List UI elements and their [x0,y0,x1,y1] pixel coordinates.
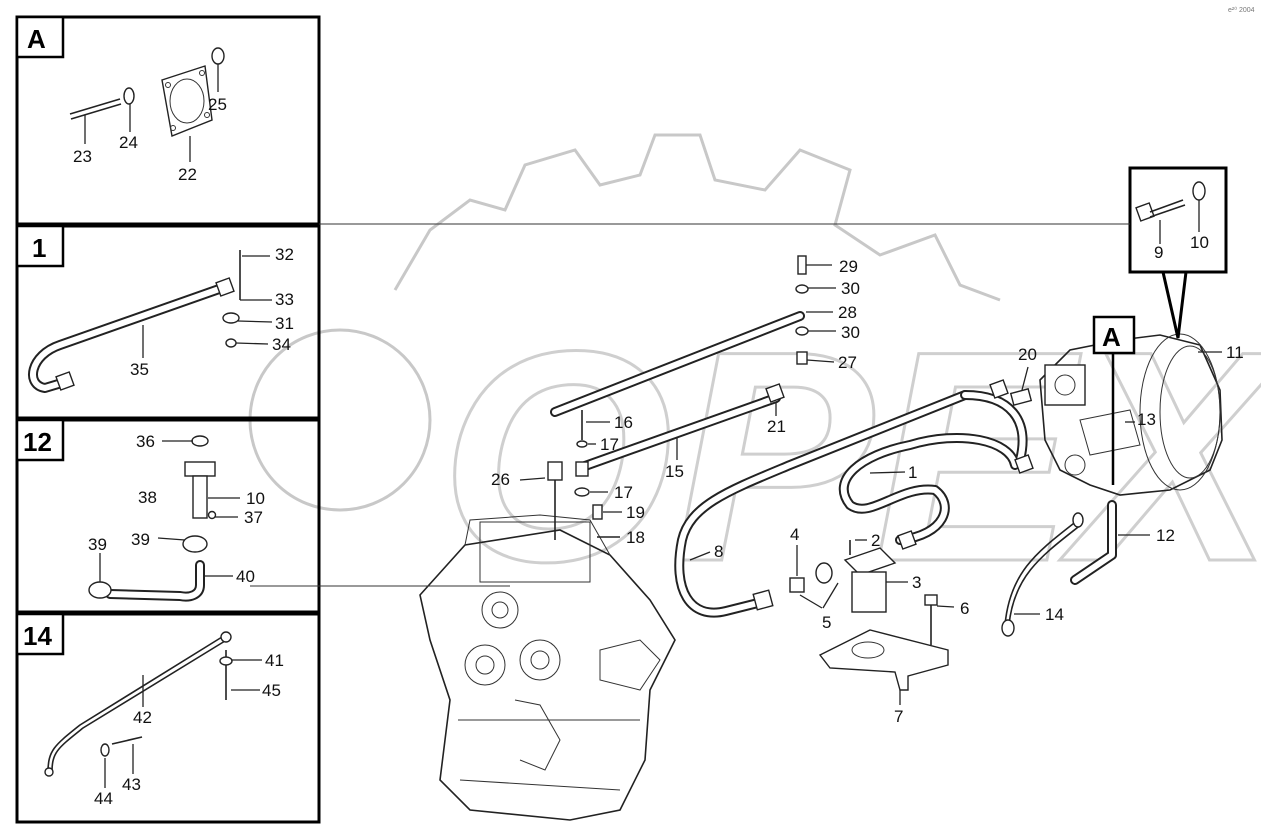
callout-1: 1 [908,463,917,482]
callout-45: 45 [262,681,281,700]
callout-40: 40 [236,567,255,586]
callout-37: 37 [244,508,263,527]
panel-14-title: 14 [23,621,52,651]
callout-30-upper: 30 [841,279,860,298]
callout-10: 10 [1190,233,1209,252]
callout-3: 3 [912,573,921,592]
callout-44: 44 [94,789,113,808]
main-callouts: 29 30 28 30 27 16 17 21 15 26 17 19 18 2… [491,233,1244,726]
panel-1-title: 1 [32,233,46,263]
callout-4: 4 [790,525,799,544]
callout-5: 5 [822,613,831,632]
callout-39-lower: 39 [88,535,107,554]
callout-36: 36 [136,432,155,451]
callout-27: 27 [838,353,857,372]
callout-15: 15 [665,462,684,481]
callout-11: 11 [1226,343,1244,362]
callout-6: 6 [960,599,969,618]
callout-22: 22 [178,165,197,184]
callout-26: 26 [491,470,510,489]
panel-12-title: 12 [23,427,52,457]
callout-39-panel12: 39 [131,530,150,549]
panel-a-title: A [27,24,46,54]
main-assembly: A [250,166,1228,821]
callout-25: 25 [208,95,227,114]
callout-2: 2 [871,531,880,550]
callout-32: 32 [275,245,294,264]
callout-23: 23 [73,147,92,166]
callout-16: 16 [614,413,633,432]
detail-a-marker: A [1102,322,1121,352]
callout-9: 9 [1154,243,1163,262]
callout-31: 31 [275,314,294,333]
callout-12: 12 [1156,526,1175,545]
callout-7: 7 [894,707,903,726]
callout-24: 24 [119,133,138,152]
callout-38: 38 [138,488,157,507]
callout-20: 20 [1018,345,1037,364]
callout-17-lower: 17 [614,483,633,502]
callout-13: 13 [1137,410,1156,429]
panel-14: 14 41 45 42 43 44 [15,612,321,824]
callout-30-lower: 30 [841,323,860,342]
panel-a: A 23 24 22 25 [15,15,321,226]
callout-10-panel12: 10 [246,489,265,508]
callout-29: 29 [839,257,858,276]
callout-21: 21 [767,417,786,436]
callout-33: 33 [275,290,294,309]
callout-14: 14 [1045,605,1064,624]
callout-17-upper: 17 [600,435,619,454]
panel-1: 1 32 33 31 34 35 [15,224,321,420]
callout-35: 35 [130,360,149,379]
panel-12: 12 36 38 10 37 39 39 40 [15,418,321,614]
callout-34: 34 [272,335,291,354]
callout-43: 43 [122,775,141,794]
callout-8: 8 [714,542,723,561]
callout-42: 42 [133,708,152,727]
callout-18: 18 [626,528,645,547]
corner-mark: e²⁰ 2004 [1228,6,1255,14]
callout-28: 28 [838,303,857,322]
callout-19: 19 [626,503,645,522]
callout-41: 41 [265,651,284,670]
